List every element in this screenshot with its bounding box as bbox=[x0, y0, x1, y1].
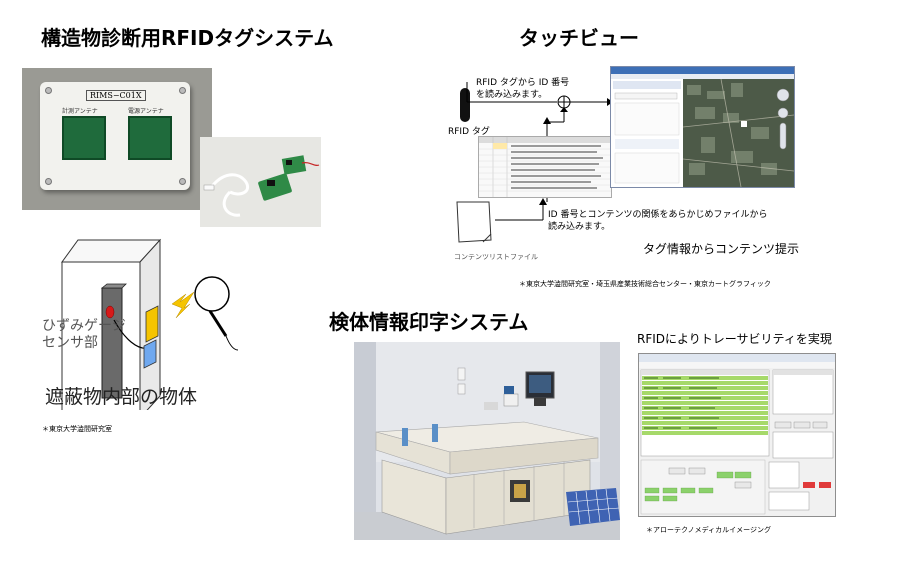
read-tag-line1: RFID タグから ID 番号 bbox=[476, 78, 570, 88]
map-app-window bbox=[611, 67, 794, 187]
touch-view-map-screenshot bbox=[610, 66, 795, 188]
tag-cable-illustration bbox=[203, 155, 320, 217]
reader-model-label: RIMS−C01X bbox=[86, 90, 146, 101]
lab-equipment-illustration bbox=[354, 342, 620, 540]
sensor-label-line1: ひずみゲージ bbox=[42, 318, 126, 334]
reader-enclosure: RIMS−C01X 計測アンテナ 電源アンテナ bbox=[40, 82, 190, 190]
power-antenna-label: 電源アンテナ bbox=[128, 108, 164, 115]
read-file-text: ID 番号とコンテンツの関係をあらかじめファイルから 読み込みます。 bbox=[548, 209, 767, 233]
read-file-line2: 読み込みます。 bbox=[548, 222, 611, 232]
read-file-line1: ID 番号とコンテンツの関係をあらかじめファイルから bbox=[548, 210, 768, 220]
inspection-system-photo bbox=[354, 342, 620, 540]
shielded-object-diagram bbox=[40, 210, 240, 420]
traceability-app-window bbox=[639, 354, 835, 515]
screw-icon bbox=[179, 87, 186, 94]
power-antenna bbox=[128, 116, 172, 160]
traceability-credit: ＊アローテクノメディカルイメージング bbox=[646, 526, 771, 534]
rfid-system-title: 構造物診断用RFIDタグシステム bbox=[41, 26, 334, 50]
id-content-file-table bbox=[478, 136, 612, 198]
inspection-system-title: 検体情報印字システム bbox=[329, 310, 529, 334]
rfid-reader-photo: RIMS−C01X 計測アンテナ 電源アンテナ bbox=[22, 68, 212, 210]
read-tag-line2: を読み込みます。 bbox=[476, 90, 548, 100]
content-list-file-label: コンテンツリストファイル bbox=[454, 253, 538, 261]
read-tag-text: RFID タグから ID 番号 を読み込みます。 bbox=[476, 77, 569, 101]
content-presentation-caption: タグ情報からコンテンツ提示 bbox=[643, 242, 800, 256]
file-list-rows bbox=[479, 137, 611, 197]
rfid-tag-photo bbox=[200, 137, 321, 227]
sensor-label-line2: センサ部 bbox=[42, 335, 98, 351]
touch-view-title: タッチビュー bbox=[519, 26, 639, 50]
traceability-screenshot bbox=[638, 353, 836, 517]
screw-icon bbox=[45, 178, 52, 185]
measurement-antenna-label: 計測アンテナ bbox=[62, 108, 98, 115]
rfid-tag-label: RFID タグ bbox=[448, 127, 490, 137]
measurement-antenna bbox=[62, 116, 106, 160]
enclosure-sketch bbox=[61, 238, 239, 420]
sensor-label: ひずみゲージ センサ部 bbox=[42, 318, 126, 352]
rfid-system-credit: ＊東京大学澁間研究室 bbox=[42, 425, 112, 433]
traceability-caption: RFIDによりトレーサビリティを実現 bbox=[637, 332, 832, 346]
screw-icon bbox=[45, 87, 52, 94]
hidden-object-label: 遮蔽物内部の物体 bbox=[45, 386, 198, 408]
screw-icon bbox=[179, 178, 186, 185]
touch-view-credit: ＊東京大学澁間研究室・埼玉県産業技術総合センター・東京カートグラフィック bbox=[519, 280, 771, 288]
